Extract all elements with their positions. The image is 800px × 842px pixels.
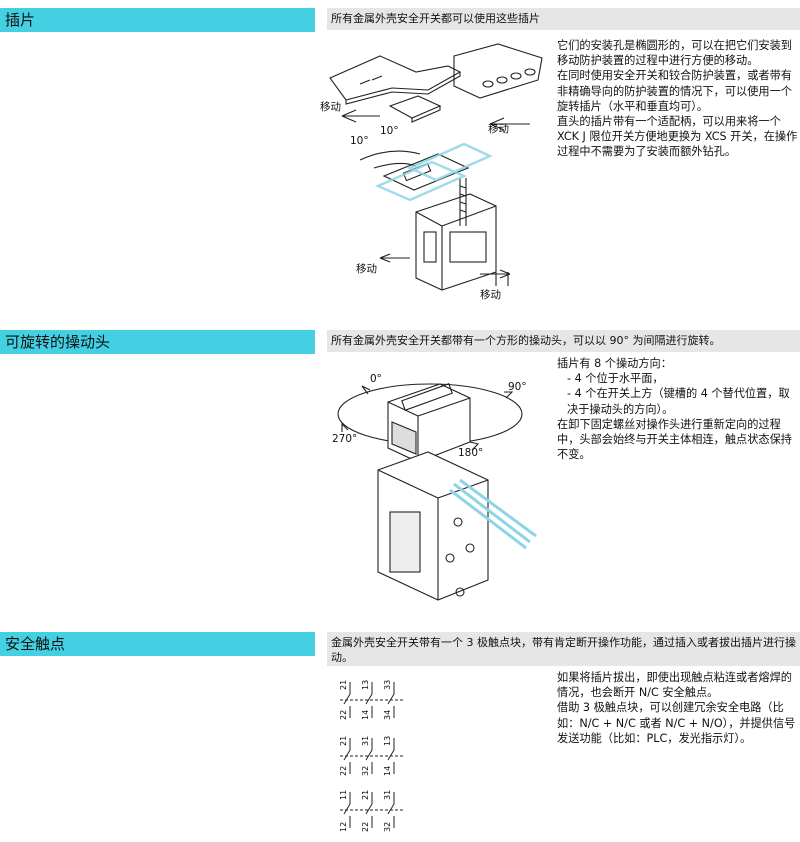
terminal-number: 22 xyxy=(339,710,348,720)
paragraph: 它们的安装孔是椭圆形的，可以在把它们安装到移动防护装置的过程中进行方便的移动。 xyxy=(557,39,792,68)
terminal-number: 34 xyxy=(383,710,392,720)
list-item: - 4 个位于水平面， xyxy=(567,372,664,386)
terminal-number: 32 xyxy=(361,766,370,776)
safety-contacts-description: 如果将插片拔出，即使出现触点粘连或者熔焊的情况，也会断开 N/C 安全触点。 借… xyxy=(557,670,800,746)
move-label: 移动 xyxy=(480,288,501,301)
angle-label: 10° xyxy=(350,135,369,147)
paragraph: 在卸下固定螺丝对操作头进行重新定向的过程中，头部会始终与开关主体相连，触点状态保… xyxy=(557,417,792,462)
move-label: 移动 xyxy=(320,100,341,113)
angle-label: 0° xyxy=(370,373,382,385)
actuator-description: 它们的安装孔是椭圆形的，可以在把它们安装到移动防护装置的过程中进行方便的移动。 … xyxy=(557,38,800,160)
move-label: 移动 xyxy=(356,262,377,275)
contact-diagrams: 21 13 33 22 14 34 21 31 13 22 32 14 11 2… xyxy=(339,680,404,832)
terminal-number: 14 xyxy=(383,766,392,776)
terminal-number: 31 xyxy=(361,736,370,746)
list-item: - 4 个在开关上方（键槽的 4 个替代位置，取决于操动头的方向）。 xyxy=(567,387,790,416)
rotary-head-illustration: 0° 90° 270° 180° xyxy=(332,373,537,601)
terminal-number: 21 xyxy=(339,736,348,746)
angle-label: 270° xyxy=(332,433,357,445)
terminal-number: 22 xyxy=(361,822,370,832)
paragraph: 借助 3 极触点块，可以创建冗余安全电路（比如：N/C + N/C 或者 N/C… xyxy=(557,701,796,745)
terminal-number: 12 xyxy=(339,822,348,832)
angle-label: 10° xyxy=(380,125,399,137)
terminal-number: 32 xyxy=(383,822,392,832)
terminal-number: 14 xyxy=(361,710,370,720)
angle-label: 90° xyxy=(508,381,527,393)
section-bar-actuator: 所有金属外壳安全开关都可以使用这些插片 xyxy=(327,8,800,30)
section-title-rotary-head: 可旋转的操动头 xyxy=(0,330,315,354)
terminal-number: 11 xyxy=(339,790,348,800)
section-bar-rotary-head: 所有金属外壳安全开关都带有一个方形的操动头，可以以 90° 为间隔进行旋转。 xyxy=(327,330,800,352)
terminal-number: 13 xyxy=(383,736,392,746)
paragraph: 在同时使用安全开关和铰合防护装置，或者带有非精确导向的防护装置的情况下，可以使用… xyxy=(557,69,792,113)
angle-label: 180° xyxy=(458,447,483,459)
section-title-safety-contacts: 安全触点 xyxy=(0,632,315,656)
move-label: 移动 xyxy=(488,122,509,135)
paragraph: 如果将插片拔出，即使出现触点粘连或者熔焊的情况，也会断开 N/C 安全触点。 xyxy=(557,671,792,700)
terminal-number: 21 xyxy=(339,680,348,690)
paragraph: 直头的插片带有一个适配柄，可以用来将一个 XCK J 限位开关方便地更换为 XC… xyxy=(557,115,798,159)
terminal-number: 21 xyxy=(361,790,370,800)
terminal-number: 22 xyxy=(339,766,348,776)
section-bar-safety-contacts: 金属外壳安全开关带有一个 3 极触点块，带有肯定断开操作功能，通过插入或者拔出插… xyxy=(327,632,800,666)
terminal-number: 31 xyxy=(383,790,392,800)
terminal-number: 33 xyxy=(383,680,392,690)
rotary-head-description: 插片有 8 个操动方向： - 4 个位于水平面， - 4 个在开关上方（键槽的 … xyxy=(557,356,800,462)
section-title-actuator: 插片 xyxy=(0,8,315,32)
actuator-illustration: 移动 移动 10° 10° 移动 移动 xyxy=(320,43,543,301)
terminal-number: 13 xyxy=(361,680,370,690)
list-intro: 插片有 8 个操动方向： xyxy=(557,357,672,370)
